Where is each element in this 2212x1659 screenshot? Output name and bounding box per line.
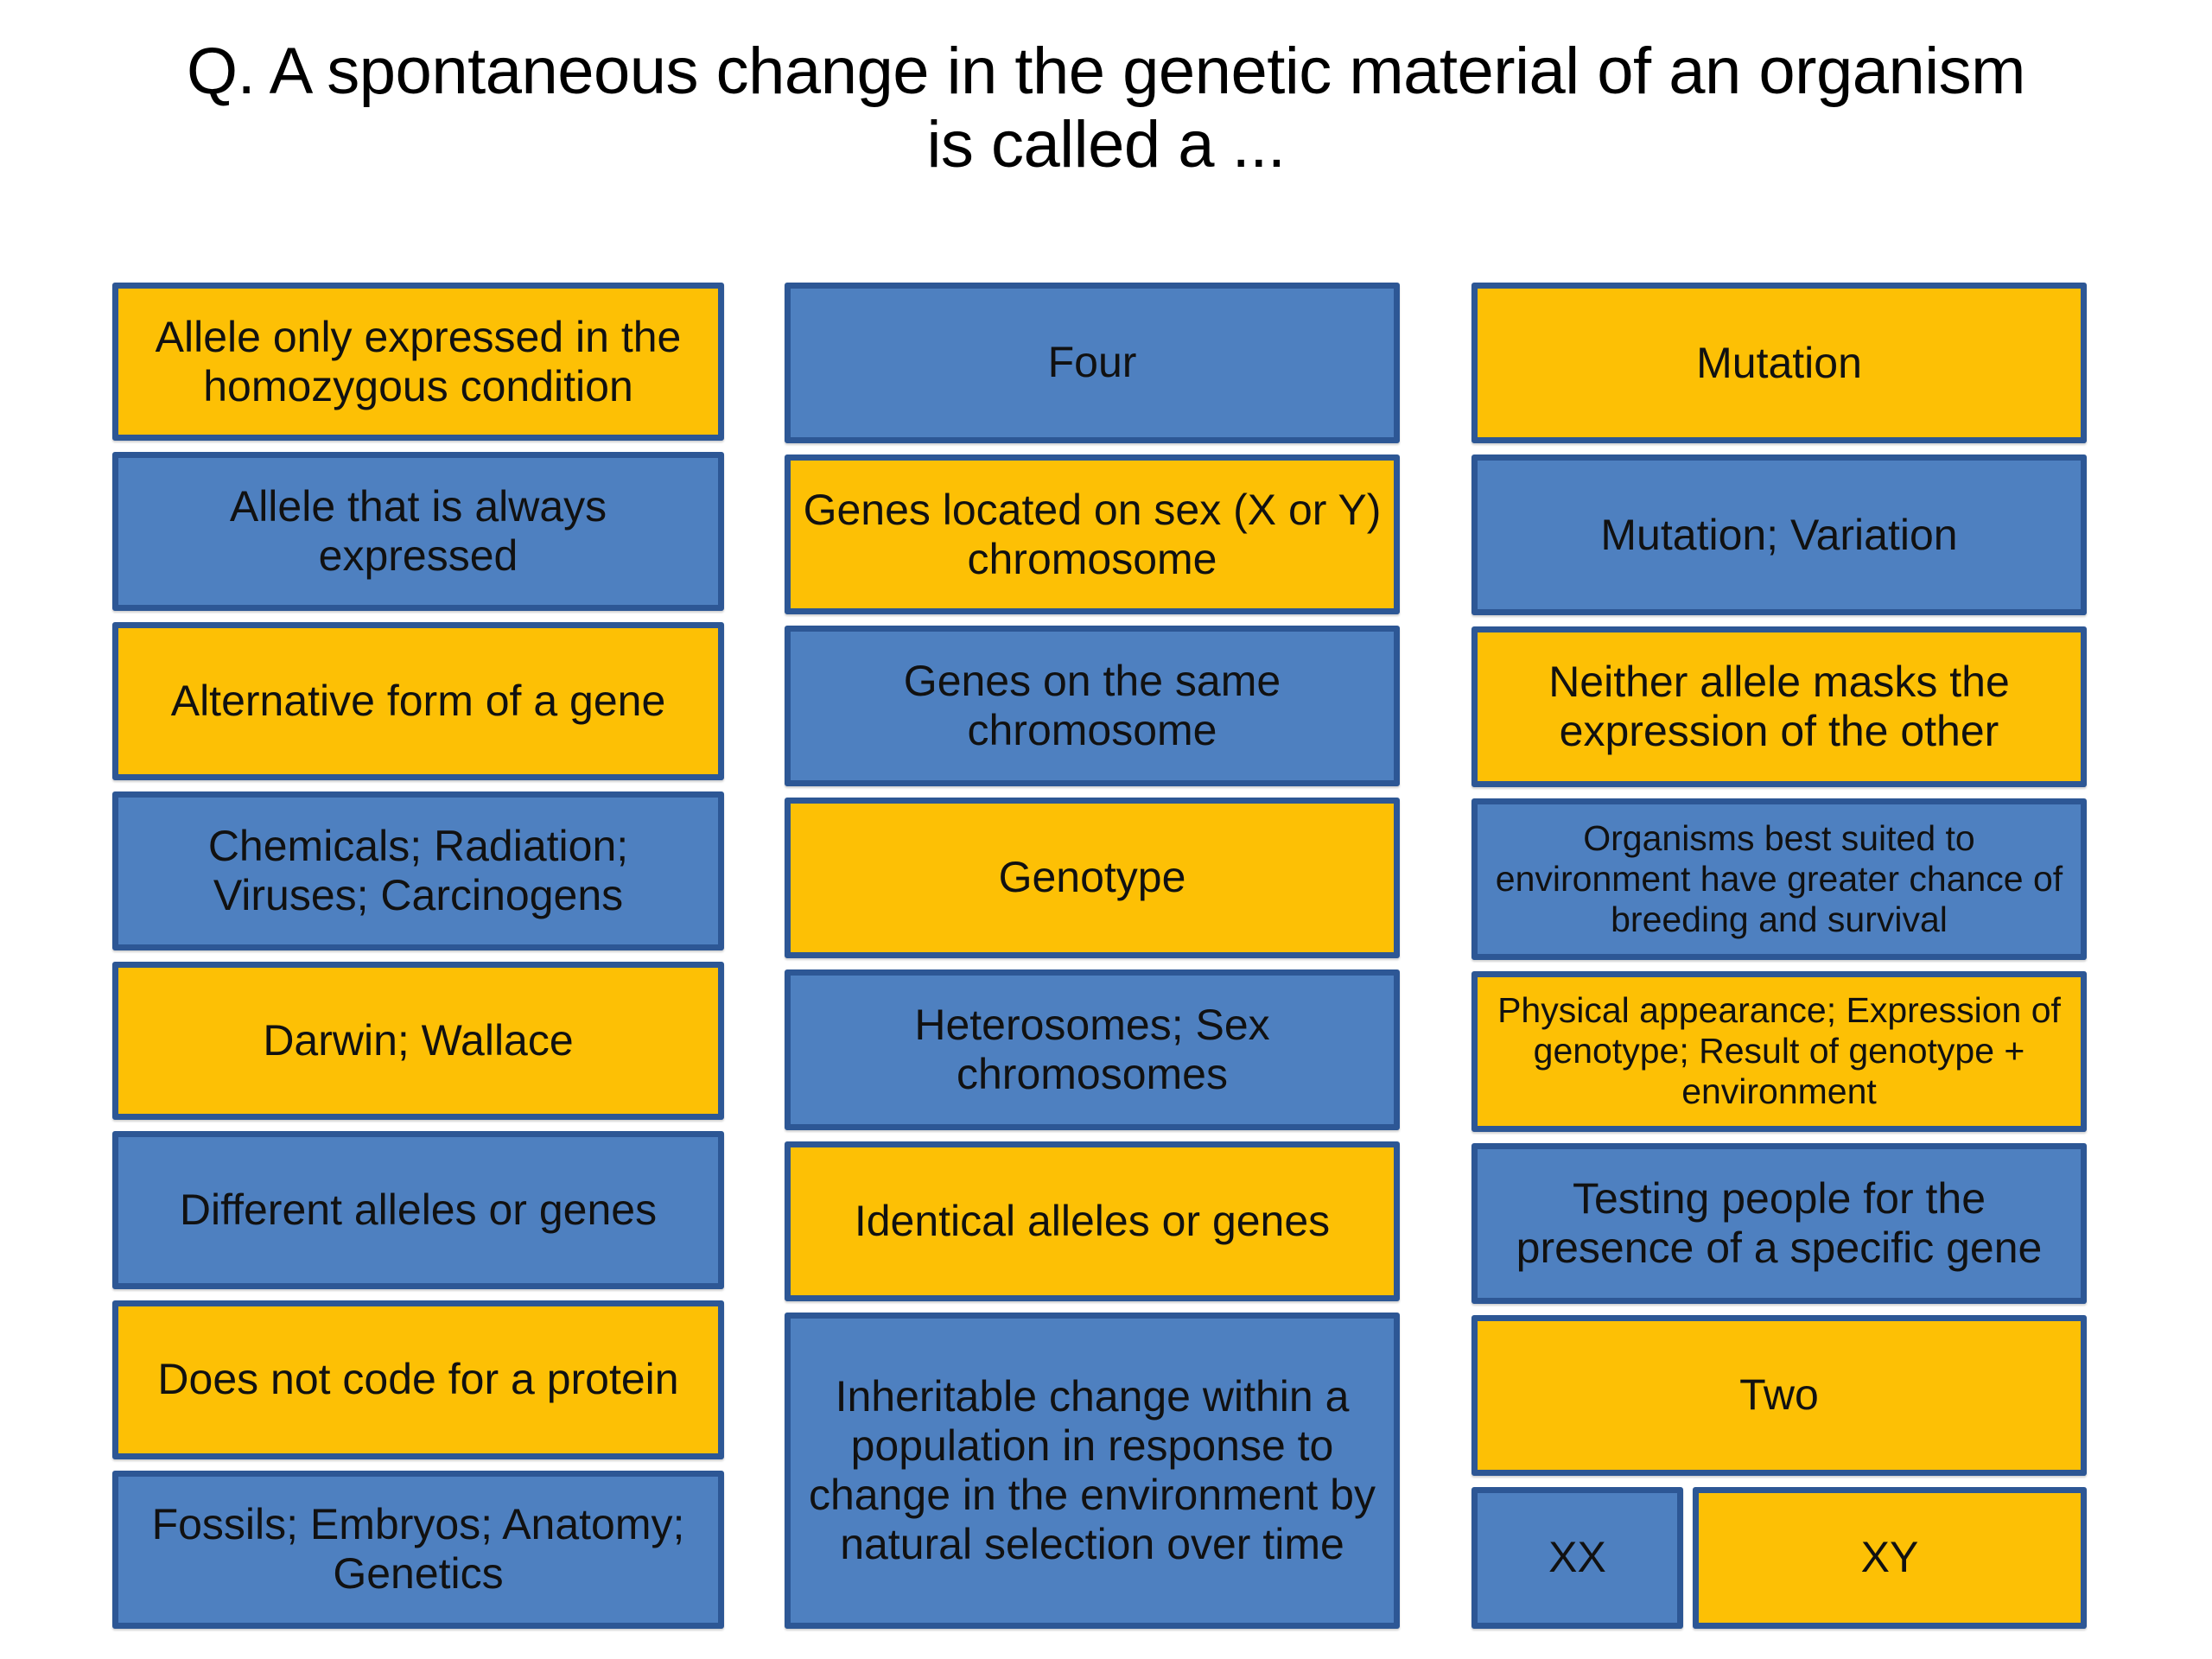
answer-card-label: Two xyxy=(1739,1370,1819,1420)
answer-card[interactable]: Allele that is always expressed xyxy=(112,452,724,611)
answer-card[interactable]: Different alleles or genes xyxy=(112,1130,724,1290)
answer-card-label: Fossils; Embryos; Anatomy; Genetics xyxy=(151,1500,685,1599)
answer-card[interactable]: Two xyxy=(1471,1314,2087,1476)
answer-card-label: Allele only expressed in the homozygous … xyxy=(155,312,682,410)
answer-card-label: Genotype xyxy=(998,853,1186,902)
answer-card[interactable]: Chemicals; Radiation; Viruses; Carcinoge… xyxy=(112,791,724,950)
answer-card-split-row: XX XY xyxy=(1471,1486,2087,1629)
answer-card[interactable]: Mutation xyxy=(1471,283,2087,444)
answer-card-label: Alternative form of a gene xyxy=(170,676,666,725)
answer-card[interactable]: Genotype xyxy=(785,798,1400,958)
answer-card[interactable]: Identical alleles or genes xyxy=(785,1141,1400,1302)
answer-card-label: Darwin; Wallace xyxy=(263,1015,574,1065)
answer-card[interactable]: Does not code for a protein xyxy=(112,1300,724,1459)
answer-card-label: XY xyxy=(1860,1533,1919,1582)
answer-card-label: Allele that is always expressed xyxy=(229,482,607,581)
answer-card-label: Chemicals; Radiation; Viruses; Carcinoge… xyxy=(207,821,629,919)
answer-card[interactable]: Organisms best suited to environment hav… xyxy=(1471,798,2087,960)
answer-card-label: Inheritable change within a population i… xyxy=(809,1372,1376,1569)
answer-card-label: Heterosomes; Sex chromosomes xyxy=(914,1000,1270,1098)
answer-card[interactable]: Heterosomes; Sex chromosomes xyxy=(785,969,1400,1130)
answer-card-label: Testing people for the presence of a spe… xyxy=(1516,1173,2043,1272)
answer-card-label: Genes on the same chromosome xyxy=(903,657,1281,755)
answer-card[interactable]: Genes on the same chromosome xyxy=(785,626,1400,787)
answer-card-label: Does not code for a protein xyxy=(157,1355,679,1404)
answer-card-label: Mutation; Variation xyxy=(1600,510,1958,559)
answer-card-label: XX xyxy=(1548,1533,1606,1582)
answer-card-label: Different alleles or genes xyxy=(179,1185,658,1235)
answer-card[interactable]: Neither allele masks the expression of t… xyxy=(1471,626,2087,788)
answer-card-xy[interactable]: XY xyxy=(1693,1486,2087,1629)
answer-card-label: Mutation xyxy=(1696,338,1862,387)
answer-card[interactable]: Allele only expressed in the homozygous … xyxy=(112,283,724,442)
answer-card[interactable]: Four xyxy=(785,283,1400,443)
answer-column-1: Allele only expressed in the homozygous … xyxy=(112,283,724,1629)
answer-card-label: Four xyxy=(1047,338,1137,387)
answer-card-label: Organisms best suited to environment hav… xyxy=(1495,818,2063,939)
answer-card[interactable]: Physical appearance; Expression of genot… xyxy=(1471,970,2087,1132)
answer-card-label: Physical appearance; Expression of genot… xyxy=(1497,990,2061,1111)
answer-card[interactable]: Testing people for the presence of a spe… xyxy=(1471,1142,2087,1304)
answer-card-label: Identical alleles or genes xyxy=(854,1196,1331,1245)
answer-card-label: Genes located on sex (X or Y) chromosome xyxy=(803,485,1382,583)
answer-card-xx[interactable]: XX xyxy=(1471,1486,1683,1629)
answer-card-label: Neither allele masks the expression of t… xyxy=(1548,658,2010,756)
page-title: Q. A spontaneous change in the genetic m… xyxy=(187,35,2025,182)
answer-card[interactable]: Mutation; Variation xyxy=(1471,454,2087,616)
answer-card[interactable]: Inheritable change within a population i… xyxy=(785,1313,1400,1629)
answer-column-3: Mutation Mutation; Variation Neither all… xyxy=(1471,283,2087,1629)
answer-card[interactable]: Genes located on sex (X or Y) chromosome xyxy=(785,454,1400,615)
answer-card[interactable]: Fossils; Embryos; Anatomy; Genetics xyxy=(112,1470,724,1629)
answer-column-2: Four Genes located on sex (X or Y) chrom… xyxy=(785,283,1400,1629)
answer-card[interactable]: Alternative form of a gene xyxy=(112,621,724,781)
answer-card[interactable]: Darwin; Wallace xyxy=(112,961,724,1120)
